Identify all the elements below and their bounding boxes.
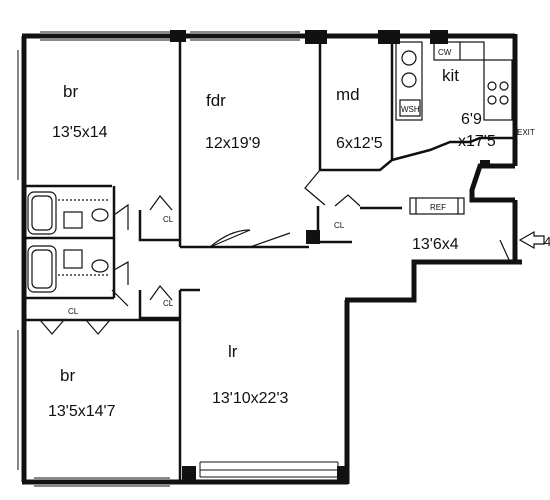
kit-dims-line2: x17'5: [458, 133, 496, 150]
stove-burner-icon: [499, 95, 509, 105]
stove-burner-icon: [487, 81, 497, 91]
entry-arrow-icon: [518, 230, 545, 250]
fdr-dims: 12x19'9: [205, 135, 261, 152]
br-top-name: br: [63, 82, 78, 101]
kitchen-fixtures: [395, 41, 513, 215]
md-dims: 6x12'5: [336, 135, 383, 152]
closet-label: CL: [163, 215, 174, 224]
doors: [39, 169, 511, 335]
fdr-name: fdr: [206, 91, 226, 110]
stove-burner-icon: [487, 95, 497, 105]
columns: [170, 30, 490, 484]
br-bottom-dims: 13'5x14'7: [48, 403, 116, 420]
refrigerator-icon: [409, 197, 465, 215]
cw-label: CW: [438, 48, 452, 57]
toilet-icon: [91, 208, 109, 222]
exit-label: EXIT: [517, 128, 535, 137]
sink-icon: [63, 211, 83, 229]
closet-label: CL: [68, 307, 79, 316]
lr-dims: 13'10x22'3: [212, 390, 289, 407]
md-name: md: [336, 85, 360, 104]
sink-icon: [63, 249, 83, 269]
interior-walls: [24, 38, 515, 482]
foyer-dims: 13'6x4: [412, 236, 459, 253]
br-bottom-name: br: [60, 366, 75, 385]
ref-label: REF: [430, 203, 446, 212]
closet-label: CL: [334, 221, 345, 230]
bathroom-fixtures: [27, 191, 110, 293]
sink-icon: [401, 50, 417, 66]
bathtub-icon: [27, 245, 57, 293]
entry-marker: 4: [544, 234, 550, 249]
exterior-walls: [21, 33, 522, 485]
toilet-icon: [91, 259, 109, 273]
stove-burner-icon: [499, 81, 509, 91]
br-top-dims: 13'5x14: [52, 124, 108, 141]
sink-icon: [401, 72, 417, 88]
windows: [17, 31, 339, 487]
kit-name: kit: [442, 66, 459, 85]
bathtub-icon: [27, 191, 57, 235]
kit-dims-line1: 6'9: [461, 111, 482, 128]
wsh-label: WSH: [401, 105, 420, 114]
lr-name: lr: [228, 342, 238, 361]
closet-label: CL: [163, 299, 174, 308]
